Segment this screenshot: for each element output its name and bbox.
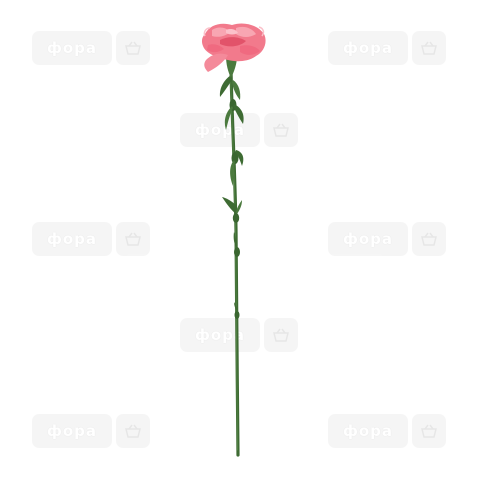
basket-icon xyxy=(116,222,150,256)
leaf xyxy=(232,80,241,100)
flower-calyx xyxy=(226,56,237,78)
watermark: фора xyxy=(32,414,150,448)
watermark: фора xyxy=(180,113,298,147)
basket-icon xyxy=(116,414,150,448)
basket-icon xyxy=(116,31,150,65)
watermark-logo: фора xyxy=(180,318,260,352)
watermark-logo: фора xyxy=(328,414,408,448)
watermark-logo: фора xyxy=(32,222,112,256)
watermark-logo: фора xyxy=(32,31,112,65)
watermark-logo: фора xyxy=(180,113,260,147)
watermark: фора xyxy=(328,414,446,448)
watermark-logo: фора xyxy=(328,222,408,256)
leaf xyxy=(233,232,238,250)
watermark: фора xyxy=(180,318,298,352)
basket-icon xyxy=(264,318,298,352)
stem-node xyxy=(234,247,240,257)
flower-petals xyxy=(201,23,266,72)
basket-icon xyxy=(412,222,446,256)
leaf xyxy=(219,75,232,97)
leaf xyxy=(224,106,233,130)
basket-icon xyxy=(412,31,446,65)
leaf xyxy=(233,104,244,124)
leaf xyxy=(230,160,235,186)
stem-node xyxy=(234,311,240,319)
leaf xyxy=(235,150,244,166)
watermark: фора xyxy=(328,222,446,256)
leaf xyxy=(236,200,242,214)
watermark: фора xyxy=(32,222,150,256)
watermark: фора xyxy=(328,31,446,65)
leaf xyxy=(222,197,236,214)
watermark: фора xyxy=(32,31,150,65)
basket-icon xyxy=(264,113,298,147)
basket-icon xyxy=(412,414,446,448)
watermark-logo: фора xyxy=(328,31,408,65)
stem-node xyxy=(232,213,240,223)
watermark-logo: фора xyxy=(32,414,112,448)
leaf xyxy=(234,302,238,312)
